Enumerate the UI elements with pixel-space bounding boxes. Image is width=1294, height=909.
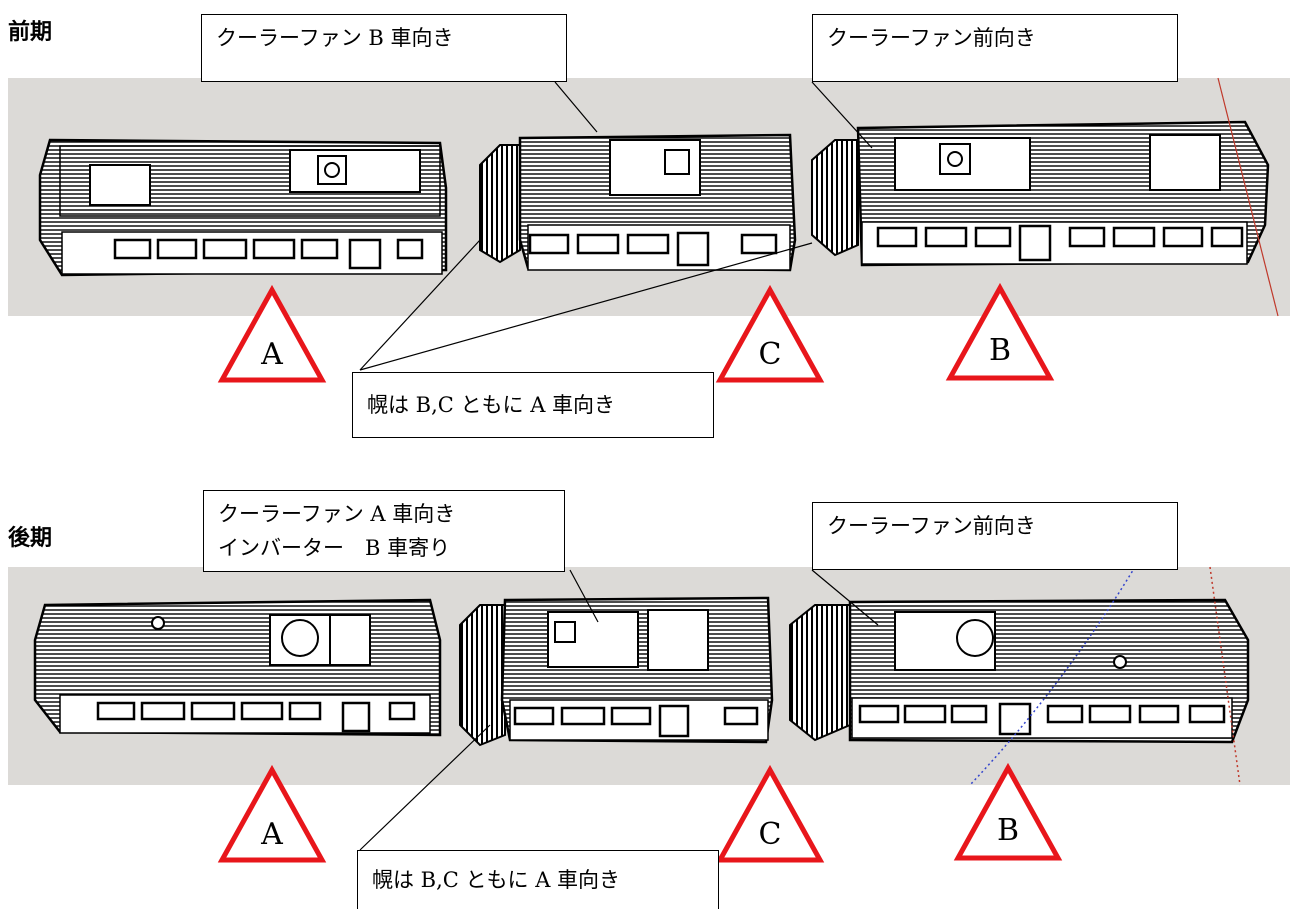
callout-text: クーラーファン B 車向き [216, 26, 454, 50]
callout-text-line1: クーラーファン A 車向き [218, 502, 456, 526]
car-b-early [811, 120, 1270, 267]
car-c-early [479, 133, 797, 272]
callout-horo-late: 幌は B,C ともに A 車向き [357, 850, 719, 909]
leader-line [569, 569, 599, 623]
callout-text: 幌は B,C ともに A 車向き [372, 868, 621, 892]
car-a-early [38, 138, 448, 277]
leader-line [359, 239, 481, 371]
leader-line [359, 242, 813, 371]
triangle-c-early [715, 284, 825, 383]
callout-horo-early: 幌は B,C ともに A 車向き [352, 372, 714, 438]
leader-line [811, 569, 879, 626]
callout-text-line2: インバーター B 車寄り [218, 536, 451, 560]
car-label-a-late: A [261, 817, 283, 852]
triangle-a-early [217, 284, 327, 383]
section-label-late: 後期 [8, 526, 53, 551]
section-label-early: 前期 [8, 20, 53, 45]
axis-line-blue [969, 566, 1136, 786]
leader-line [554, 81, 598, 133]
callout-fan-c-late: クーラーファン A 車向き インバーター B 車寄り [203, 490, 565, 572]
car-label-c-late: C [758, 817, 782, 852]
triangle-a-late [217, 764, 327, 863]
triangle-b-late [953, 762, 1063, 861]
car-label-a-early: A [261, 337, 283, 372]
car-a-late [33, 598, 442, 737]
triangle-c-late [715, 764, 825, 863]
axis-line-red [1217, 77, 1279, 317]
callout-fan-b-late: クーラーファン前向き [812, 502, 1178, 570]
leader-line [359, 724, 491, 851]
axis-line-red-dotted [1209, 566, 1241, 786]
car-c-late [459, 596, 774, 747]
car-label-b-late: B [996, 813, 1020, 848]
triangle-b-early [945, 282, 1055, 381]
car-label-b-early: B [988, 333, 1012, 368]
leader-line [811, 81, 873, 149]
car-label-c-early: C [758, 337, 782, 372]
callout-text: クーラーファン前向き [827, 514, 1036, 538]
callout-text: クーラーファン前向き [827, 26, 1036, 50]
callout-fan-c-early: クーラーファン B 車向き [201, 14, 567, 82]
car-b-late [789, 598, 1250, 744]
callout-fan-b-early: クーラーファン前向き [812, 14, 1178, 82]
callout-text: 幌は B,C ともに A 車向き [367, 393, 616, 417]
